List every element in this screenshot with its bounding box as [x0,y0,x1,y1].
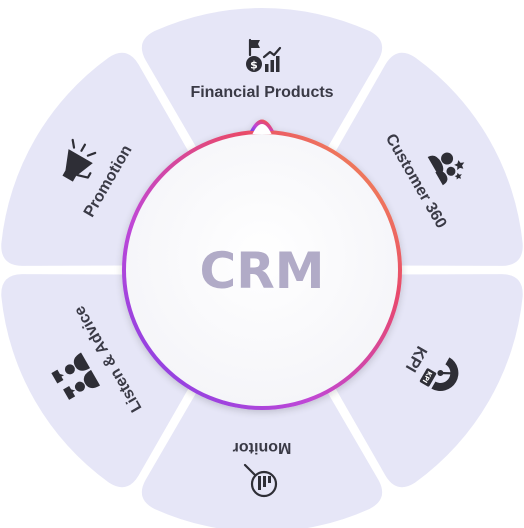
people-talking-icon [51,352,101,400]
segment-financial-products[interactable]: $ Financial Products [141,7,383,169]
segment-financial-products-content: $ Financial Products [190,38,334,101]
segment-monitor-label: Monitor [233,439,292,456]
center-hub [122,119,402,410]
segment-financial-products-shape [141,7,383,169]
magnifier-chart-icon [243,463,278,498]
money-chart-icon: $ [246,38,282,72]
customers-stars-icon [427,152,465,186]
center-disc [126,134,398,406]
megaphone-icon [62,138,97,182]
kpi-gauge-icon: KPI [419,357,459,391]
pointer-notch-inner [252,124,272,134]
segment-financial-products-label: Financial Products [190,84,333,101]
segment-monitor[interactable]: Monitor [141,371,383,528]
segment-monitor-content: Monitor [233,439,292,498]
svg-text:$: $ [250,59,258,72]
center-label: CRM [200,242,325,300]
segment-monitor-shape [141,371,383,528]
